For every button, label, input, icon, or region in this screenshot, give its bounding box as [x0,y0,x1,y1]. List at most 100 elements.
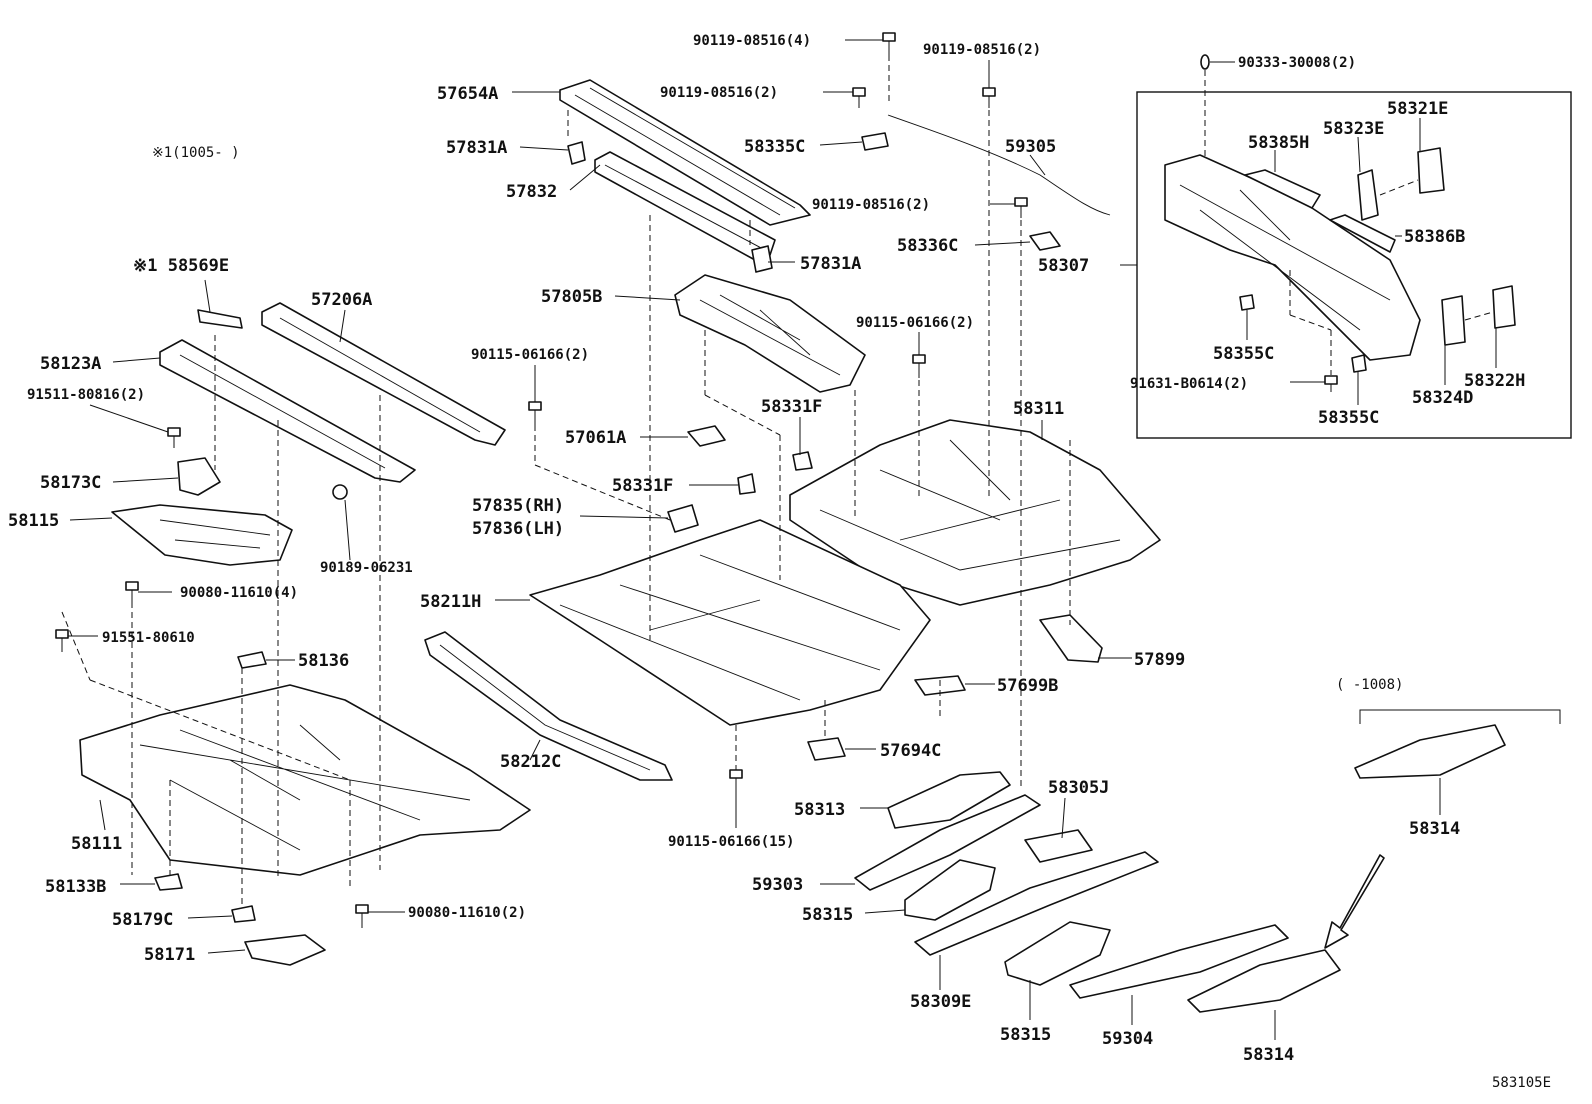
part-58171 [244,934,326,966]
part-58355c-a [1239,294,1255,311]
label-90333-30008-2: 90333-30008(2) [1238,55,1356,71]
part-58211h [529,519,931,726]
part-58315-b [1004,921,1111,986]
label-58314-b: 58314 [1243,1045,1294,1065]
label-58309e: 58309E [910,992,971,1012]
label-note-range-2: ( -1008) [1336,677,1403,693]
label-58336c: 58336C [897,236,958,256]
label-90080-11610-4: 90080-11610(4) [180,585,298,601]
part-57206a [261,302,506,446]
part-58321e [1417,147,1445,194]
part-58386b [1329,214,1396,253]
label-90115-06166-2a: 90115-06166(2) [471,347,589,363]
label-58173c: 58173C [40,473,101,493]
part-58331f-mid [737,473,756,495]
label-57654a: 57654A [437,84,498,104]
label-58355c-b: 58355C [1318,408,1379,428]
label-91551-80610: 91551-80610 [102,630,195,646]
label-91631-b0614-2: 91631-B0614(2) [1130,376,1248,392]
part-58331f-top [792,451,813,471]
label-57831a-bottom: 57831A [800,254,861,274]
part-58335c [861,132,889,151]
label-58322h: 58322H [1464,371,1525,391]
label-58311: 58311 [1013,399,1064,419]
label-58335c: 58335C [744,137,805,157]
part-58315-a [904,859,996,921]
part-57061a [687,425,726,447]
range-bracket [1359,709,1561,724]
part-58313 [887,771,1011,829]
label-58385h: 58385H [1248,133,1309,153]
part-58324d [1441,295,1466,346]
label-90119-08516-2c: 90119-08516(2) [812,197,930,213]
part-58323e [1357,169,1379,221]
direction-arrow [1324,854,1385,949]
leader-lines [68,39,1497,1040]
label-58171: 58171 [144,945,195,965]
label-57831a-top: 57831A [446,138,507,158]
part-58385h [1244,169,1321,209]
part-57694c [807,737,846,761]
label-57699b: 57699B [997,676,1058,696]
label-58305j: 58305J [1048,778,1109,798]
part-58123a [159,339,416,483]
label-57832: 57832 [506,182,557,202]
part-58173c [177,457,221,496]
label-90119-08516-2b: 90119-08516(2) [660,85,778,101]
label-57835: 57835(RH) [472,496,564,516]
part-57805b [674,274,866,393]
label-58331f-top: 58331F [761,397,822,417]
label-91511-80816-2: 91511-80816(2) [27,387,145,403]
part-58309e [914,851,1159,956]
part-58307-assembly [1164,154,1421,361]
label-57836: 57836(LH) [472,519,564,539]
label-footer-code: 583105E [1492,1075,1551,1091]
label-57899: 57899 [1134,650,1185,670]
label-90119-08516-2a: 90119-08516(2) [923,42,1041,58]
bolt-icon [55,32,1338,928]
alignment-lines [61,55,1494,905]
label-58307: 58307 [1038,256,1089,276]
label-58133b: 58133B [45,877,106,897]
part-58314-b [1187,949,1341,1013]
part-58336c [1029,231,1061,251]
label-58331f-mid: 58331F [612,476,673,496]
part-58305j [1024,829,1093,863]
label-90080-11610-2: 90080-11610(2) [408,905,526,921]
part-58136 [237,651,267,669]
label-58212c: 58212C [500,752,561,772]
label-58324d: 58324D [1412,388,1473,408]
label-58111: 58111 [71,834,122,854]
label-58569e: ※1 58569E [133,256,229,276]
part-57654a [559,79,811,226]
label-58355c-a: 58355C [1213,344,1274,364]
part-58133b [154,873,183,891]
label-58136: 58136 [298,651,349,671]
label-90119-08516-4: 90119-08516(4) [693,33,811,49]
label-90189-06231: 90189-06231 [320,560,413,576]
label-59305: 59305 [1005,137,1056,157]
part-57831a-top [567,141,586,165]
label-58315-a: 58315 [802,905,853,925]
part-59303 [854,794,1041,891]
part-58212c [424,631,673,781]
part-58322h [1492,285,1516,329]
part-labels: 90119-08516(4) 90119-08516(2) 90333-3000… [8,33,1551,1091]
label-58123a: 58123A [40,354,101,374]
label-58115: 58115 [8,511,59,531]
part-58111 [79,684,531,876]
label-58314-a: 58314 [1409,819,1460,839]
part-58355c-b [1351,354,1367,373]
label-90115-06166-15: 90115-06166(15) [668,834,794,850]
label-note-range-1: ※1(1005- ) [152,145,240,161]
label-57805b: 57805B [541,287,602,307]
part-57831a-bottom [751,245,773,273]
part-57835-57836 [667,504,699,533]
part-58115 [111,504,293,566]
label-90115-06166-2b: 90115-06166(2) [856,315,974,331]
label-58313: 58313 [794,800,845,820]
part-59305 [887,114,1111,216]
part-57899 [1039,614,1103,663]
label-58323e: 58323E [1323,119,1384,139]
